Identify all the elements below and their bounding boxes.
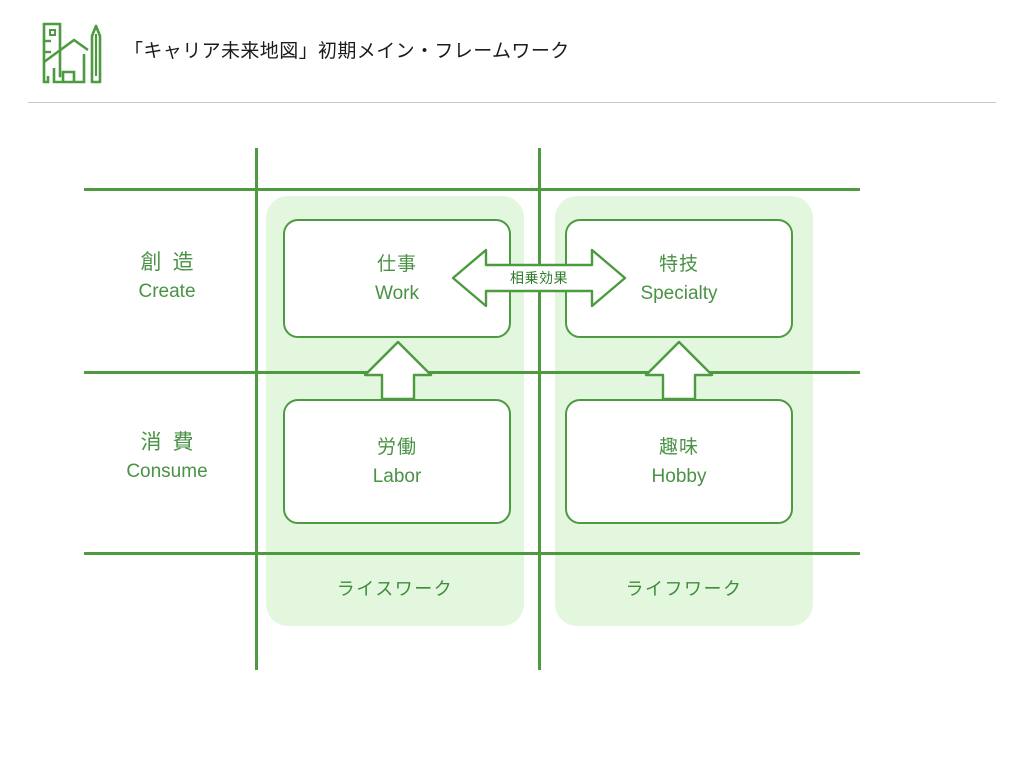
row-label-create: 創造 Create	[82, 248, 252, 306]
up-arrow-icon-labor-to-work	[362, 339, 434, 401]
concept-box-specialty-jp: 特技	[658, 253, 699, 275]
grid-line-horizontal-bottom	[84, 552, 860, 555]
concept-box-labor-en: Labor	[372, 465, 422, 487]
concept-box-specialty-en: Specialty	[640, 282, 718, 304]
page-title: 「キャリア未来地図」初期メイン・フレームワーク	[124, 41, 570, 62]
row-label-create-jp: 創造	[140, 251, 205, 274]
up-arrow-icon-hobby-to-specialty	[643, 339, 715, 401]
concept-box-work-jp: 仕事	[376, 253, 417, 275]
column-caption-lifework: ライフワーク	[625, 579, 743, 599]
double-headed-horizontal-arrow-icon	[450, 247, 628, 309]
concept-box-labor-jp: 労働	[376, 436, 417, 458]
slide-header: 「キャリア未来地図」初期メイン・フレームワーク	[0, 0, 1024, 103]
grid-line-vertical-right	[538, 148, 541, 670]
row-label-create-en: Create	[138, 281, 196, 302]
concept-box-hobby-en: Hobby	[651, 465, 707, 487]
row-label-consume-en: Consume	[126, 461, 208, 482]
concept-box-hobby-jp: 趣味	[658, 436, 699, 458]
synergy-label: 相乗効果	[510, 270, 568, 286]
grid-line-horizontal-top	[84, 188, 860, 191]
header-divider	[28, 102, 996, 103]
row-label-consume: 消費 Consume	[82, 428, 252, 486]
framework-diagram: 創造 Create 消費 Consume 仕事 Work 特技 Specialt…	[0, 103, 1024, 768]
buildings-skyline-icon	[30, 14, 106, 90]
concept-box-labor[interactable]: 労働 Labor	[283, 399, 511, 524]
column-caption-ricework: ライスワーク	[336, 579, 454, 599]
concept-box-work-en: Work	[375, 282, 419, 304]
row-label-consume-jp: 消費	[140, 431, 205, 454]
concept-box-hobby[interactable]: 趣味 Hobby	[565, 399, 793, 524]
grid-line-horizontal-middle	[84, 371, 860, 374]
grid-line-vertical-left	[255, 148, 258, 670]
